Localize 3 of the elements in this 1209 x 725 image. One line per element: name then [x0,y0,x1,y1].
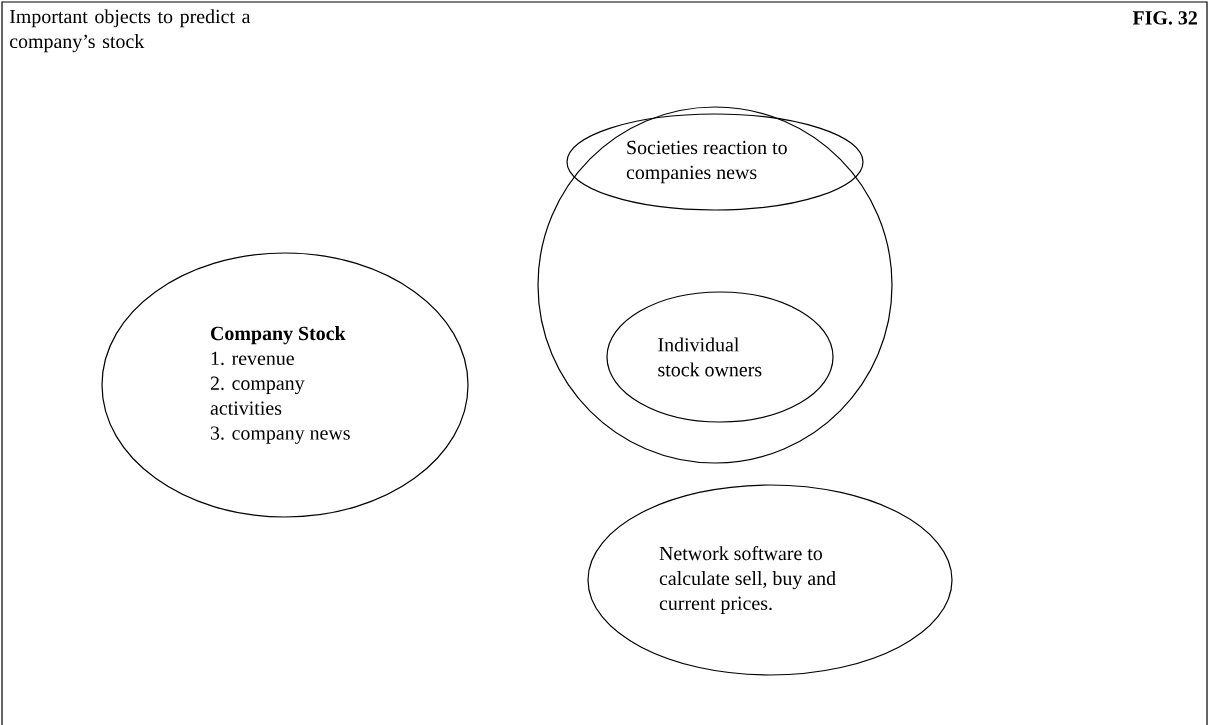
title: Important objects to predict a company’s stock [9,9,251,53]
ellipse [537,106,893,464]
figure-label: FIG. 32 [1132,11,1197,25]
